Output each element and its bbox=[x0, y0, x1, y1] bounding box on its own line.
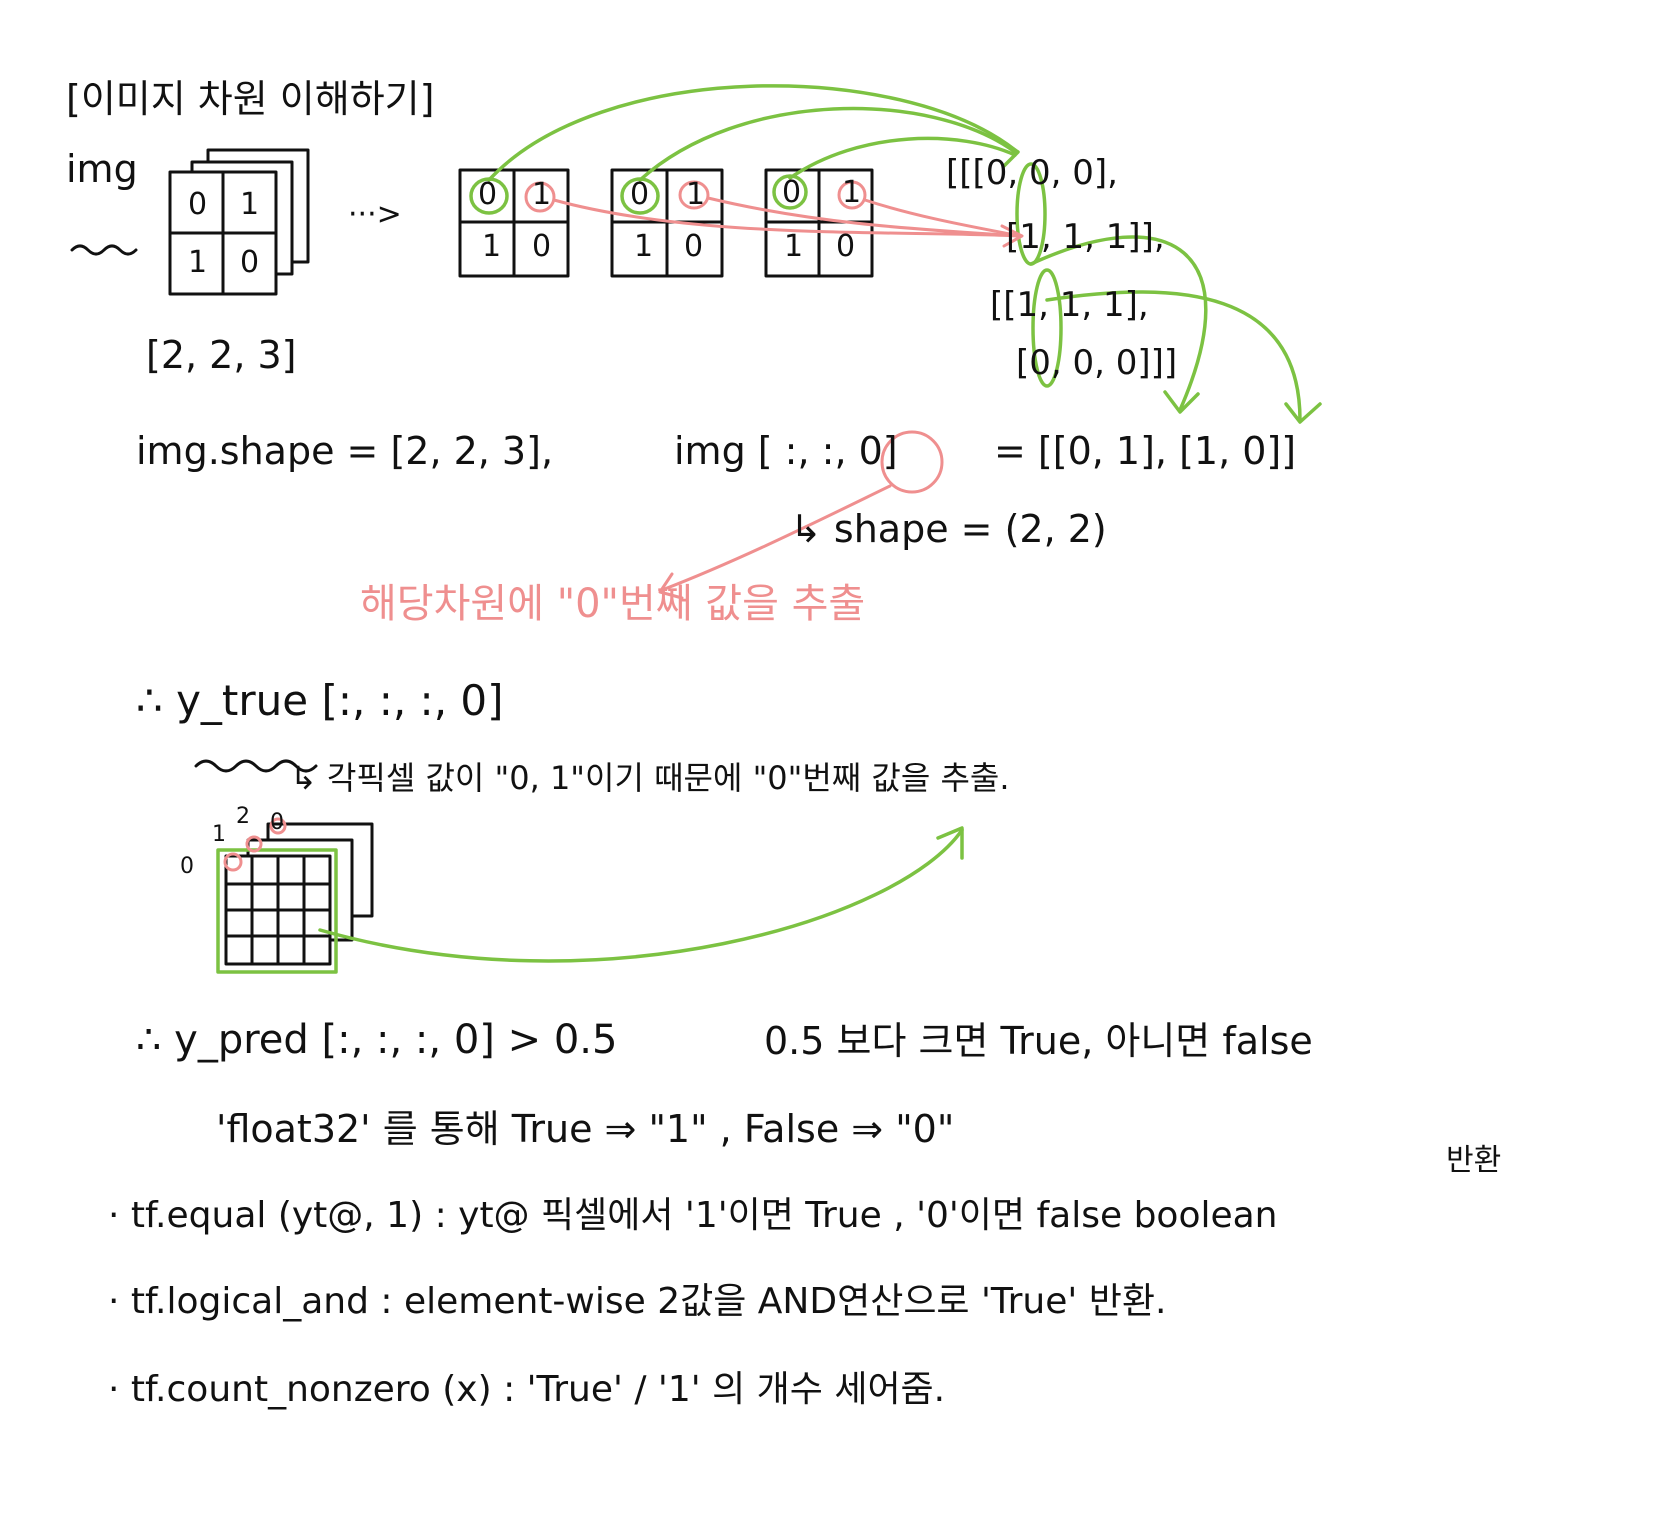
float-note: 'float32' 를 통해 True ⇒ "1" , False ⇒ "0" bbox=[216, 1107, 955, 1151]
img-shape-statement: img.shape = [2, 2, 3], bbox=[136, 429, 554, 473]
cube-label-2: 2 bbox=[236, 804, 250, 829]
img-index-expression: img [ :, :, 0] bbox=[674, 429, 898, 473]
conversion-word: 반환 bbox=[1446, 1143, 1502, 1178]
bullet-tf-equal: · tf.equal (yt@, 1) : yt@ 픽셀에서 '1'이면 Tru… bbox=[108, 1195, 1278, 1236]
green-arrow-1 bbox=[487, 84, 1017, 182]
img-cell-01: 1 bbox=[240, 187, 260, 222]
y-true-note: ↳ 각픽셀 값이 "0, 1"이기 때문에 "0"번째 값을 추출. bbox=[290, 759, 1010, 797]
nested-array-line-1: [[[0, 0, 0], bbox=[946, 153, 1118, 193]
pink-arrow-note bbox=[660, 484, 892, 592]
page-title: [이미지 차원 이해하기] bbox=[66, 77, 435, 121]
pink-circle-1 bbox=[524, 181, 556, 213]
pink-circle-2 bbox=[678, 180, 710, 210]
img-label: img bbox=[66, 147, 138, 191]
ch3-cell-00: 0 bbox=[782, 175, 802, 210]
bullet-tf-count-nonzero: · tf.count_nonzero (x) : 'True' / '1' 의 … bbox=[108, 1369, 946, 1410]
y-true-underline bbox=[194, 759, 318, 773]
cube-label-0: 0 bbox=[180, 854, 194, 879]
ch2-cell-10: 1 bbox=[634, 229, 654, 264]
cube-label-1: 1 bbox=[212, 822, 226, 847]
green-arrow-down-1 bbox=[1029, 235, 1208, 412]
ch3-cell-01: 1 bbox=[842, 175, 862, 210]
ch1-cell-01: 1 bbox=[532, 177, 552, 212]
nested-array-line-4: [0, 0, 0]]] bbox=[1016, 343, 1178, 383]
ellipsis-arrow: ···> bbox=[348, 197, 402, 232]
ch2-cell-00: 0 bbox=[630, 177, 650, 212]
ch1-cell-11: 0 bbox=[532, 229, 552, 264]
img-shape-label: [2, 2, 3] bbox=[146, 333, 297, 377]
pink-circle-index bbox=[880, 430, 944, 494]
y-true-line: ∴ y_true [:, :, :, 0] bbox=[136, 676, 504, 725]
bullet-tf-logical-and: · tf.logical_and : element-wise 2값을 AND연… bbox=[108, 1281, 1167, 1322]
ch1-cell-10: 1 bbox=[482, 229, 502, 264]
green-arrow-long bbox=[318, 828, 964, 963]
img-index-result: = [[0, 1], [1, 0]] bbox=[994, 429, 1297, 473]
ch1-cell-00: 0 bbox=[478, 177, 498, 212]
ch2-cell-11: 0 bbox=[684, 229, 704, 264]
pink-dot-1 bbox=[223, 852, 243, 872]
squiggle-underline bbox=[70, 244, 138, 256]
nested-array-line-3: [[1, 1, 1], bbox=[990, 285, 1149, 325]
pink-arrow-1 bbox=[552, 198, 1022, 238]
img-cell-10: 1 bbox=[188, 245, 208, 280]
green-box-slice bbox=[216, 848, 338, 974]
ch3-cell-11: 0 bbox=[836, 229, 856, 264]
img-cell-00: 0 bbox=[188, 187, 208, 222]
y-pred-note: 0.5 보다 크면 True, 아니면 false bbox=[764, 1019, 1313, 1063]
green-arrow-down-2 bbox=[1045, 290, 1302, 422]
pink-note: 해당차원에 "0"번째 값을 추출 bbox=[360, 581, 866, 627]
nested-array-line-2: [1, 1, 1]], bbox=[1006, 217, 1165, 257]
green-ellipse-col2 bbox=[1031, 268, 1063, 388]
y-pred-line: ∴ y_pred [:, :, :, 0] > 0.5 bbox=[136, 1017, 618, 1063]
ch3-cell-10: 1 bbox=[784, 229, 804, 264]
shape-result: ↳ shape = (2, 2) bbox=[790, 507, 1107, 551]
pink-circle-3 bbox=[837, 180, 867, 210]
img-cell-11: 0 bbox=[240, 245, 260, 280]
ch2-cell-01: 1 bbox=[686, 177, 706, 212]
cube-label-3: 0 bbox=[270, 810, 284, 835]
